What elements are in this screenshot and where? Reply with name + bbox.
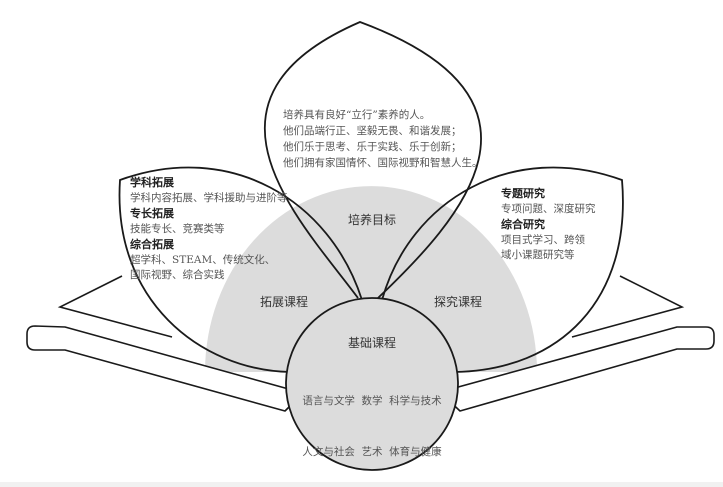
book-right-page	[439, 326, 715, 412]
left-page-flap	[57, 275, 173, 338]
extension-line: 国际视野、综合实践	[130, 269, 225, 281]
extension-line: 学科内容拓展、学科援助与进阶等	[130, 191, 288, 204]
inquiry-line: 项目式学习、跨领	[501, 233, 585, 246]
inquiry-line: 专项问题、深度研究	[501, 202, 596, 215]
goal-line: 培养具有良好“立行”素养的人。	[283, 109, 431, 121]
goal-line: 他们拥有家国情怀、国际视野和智慧人生。	[283, 157, 483, 169]
gray-half-disc	[205, 186, 537, 372]
center-circle	[285, 297, 459, 471]
basic-line: 语言与文学 数学 科学与技术	[302, 395, 442, 407]
top-petal	[264, 21, 482, 299]
extension-details: 学科拓展 学科内容拓展、学科援助与进阶等 专长拓展 技能专长、竞赛类等 综合拓展…	[130, 175, 288, 284]
book-left-page	[26, 325, 304, 412]
basic-title: 基础课程	[347, 336, 397, 350]
inquiry-details: 专题研究 专项问题、深度研究 综合研究 项目式学习、跨领 域小课题研究等	[501, 186, 596, 264]
goal-line: 他们品端行正、坚毅无畏、和谐发展；	[283, 125, 462, 137]
left-petal	[118, 166, 363, 373]
inquiry-heading: 综合研究	[501, 218, 545, 231]
extension-heading: 学科拓展	[130, 176, 174, 189]
extension-line: 超学科、STEAM、传统文化、	[130, 253, 276, 266]
extension-heading: 专长拓展	[130, 207, 174, 220]
inquiry-title: 探究课程	[433, 295, 483, 309]
inquiry-heading: 专题研究	[501, 187, 545, 200]
right-page-flap	[571, 275, 685, 338]
footer-band	[0, 482, 723, 487]
goal-line: 他们乐于思考、乐于实践、乐于创新；	[283, 141, 462, 153]
goal-description: 培养具有良好“立行”素养的人。 他们品端行正、坚毅无畏、和谐发展； 他们乐于思考…	[283, 107, 483, 171]
basic-line: 人文与社会 艺术 体育与健康	[302, 446, 442, 458]
goal-title: 培养目标	[347, 213, 397, 227]
extension-heading: 综合拓展	[130, 238, 174, 251]
inquiry-line: 域小课题研究等	[501, 249, 575, 261]
extension-line: 技能专长、竞赛类等	[130, 222, 225, 235]
basic-subjects: 语言与文学 数学 科学与技术 人文与社会 艺术 体育与健康	[302, 359, 441, 487]
extension-title: 拓展课程	[259, 295, 309, 309]
right-petal	[381, 166, 624, 373]
